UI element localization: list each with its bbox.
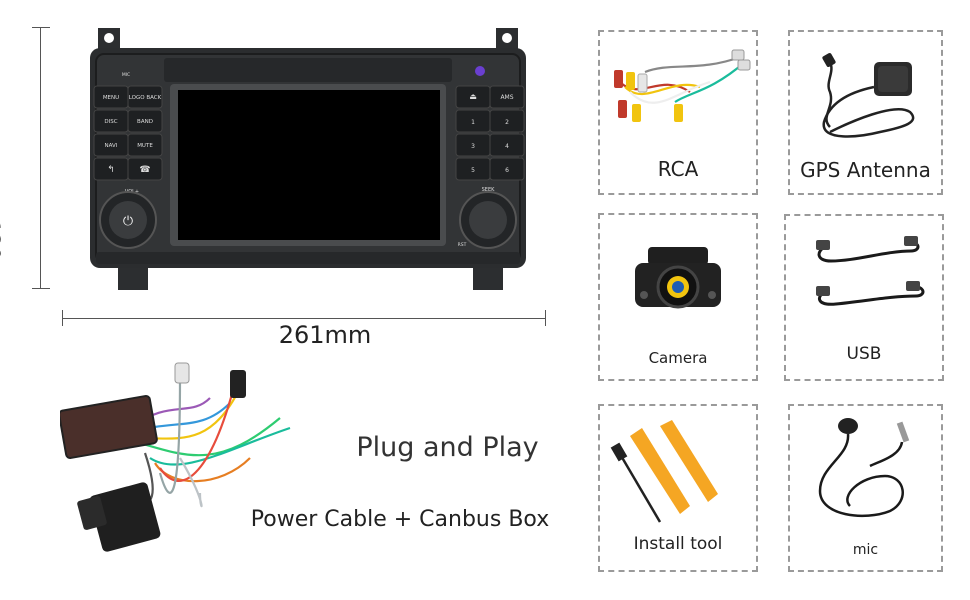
accessory-install-tool: Install tool (598, 404, 758, 572)
plug-and-play-caption: Plug and Play (356, 432, 539, 463)
usb-cable-icon (816, 236, 925, 306)
install-tool-icon (610, 420, 718, 523)
btn-label-ams: AMS (500, 94, 513, 101)
accessory-rca: RCA (598, 30, 758, 195)
power-cable-caption: Power Cable + Canbus Box (250, 507, 550, 532)
btn-label-5: 5 (471, 167, 475, 174)
accessory-label-camera: Camera (648, 349, 708, 367)
svg-text:↰: ↰ (107, 165, 115, 175)
accessory-label-gps: GPS Antenna (800, 158, 931, 182)
microphone-icon (818, 418, 910, 518)
rst-label: RST (458, 242, 467, 248)
height-dimension-label: 120mm (0, 220, 4, 301)
rca-cable-icon (614, 49, 751, 122)
head-unit: MENU LOGO BACK DISC BAND NAVI MUTE ↰ ☎ ⏏… (88, 28, 528, 293)
accessory-camera: Camera (598, 213, 758, 381)
btn-label-1: 1 (471, 119, 475, 126)
btn-label-3: 3 (471, 143, 475, 150)
seek-label: SEEK (482, 187, 495, 193)
width-dimension-cap-left (62, 310, 63, 326)
width-dimension-cap-right (545, 310, 546, 326)
accessory-gps-antenna: GPS Antenna (788, 30, 943, 195)
height-dimension-cap-bottom (32, 288, 50, 289)
accessory-label-rca: RCA (657, 157, 699, 181)
btn-label-logo: LOGO BACK (129, 95, 162, 101)
accessory-label-mic: mic (852, 542, 879, 558)
power-cable-canbus-icon (60, 362, 291, 552)
width-dimension-label: 261mm (278, 321, 372, 349)
width-dimension-line (62, 318, 546, 319)
height-dimension-line (40, 27, 41, 289)
btn-label-4: 4 (505, 143, 509, 150)
accessory-usb: USB (784, 214, 944, 381)
accessory-mic: mic (788, 404, 943, 572)
svg-text:☎: ☎ (139, 165, 150, 175)
btn-label-2: 2 (505, 119, 509, 126)
btn-label-disc: DISC (104, 119, 117, 125)
accessory-label-install: Install tool (633, 534, 723, 554)
btn-label-6: 6 (505, 167, 509, 174)
mic-label: MIC (122, 72, 130, 78)
btn-label-menu: MENU (103, 95, 119, 101)
svg-text:⏏: ⏏ (469, 92, 477, 101)
btn-label-mute: MUTE (137, 143, 153, 149)
camera-icon (635, 247, 721, 309)
gps-antenna-icon (822, 53, 915, 138)
accessory-label-usb: USB (846, 344, 882, 364)
svg-text:⏻: ⏻ (123, 214, 133, 229)
btn-label-navi: NAVI (105, 143, 118, 149)
btn-label-band: BAND (137, 119, 153, 125)
head-unit-illustration: MENU LOGO BACK DISC BAND NAVI MUTE ↰ ☎ ⏏… (90, 28, 526, 290)
height-dimension-cap-top (32, 27, 50, 28)
